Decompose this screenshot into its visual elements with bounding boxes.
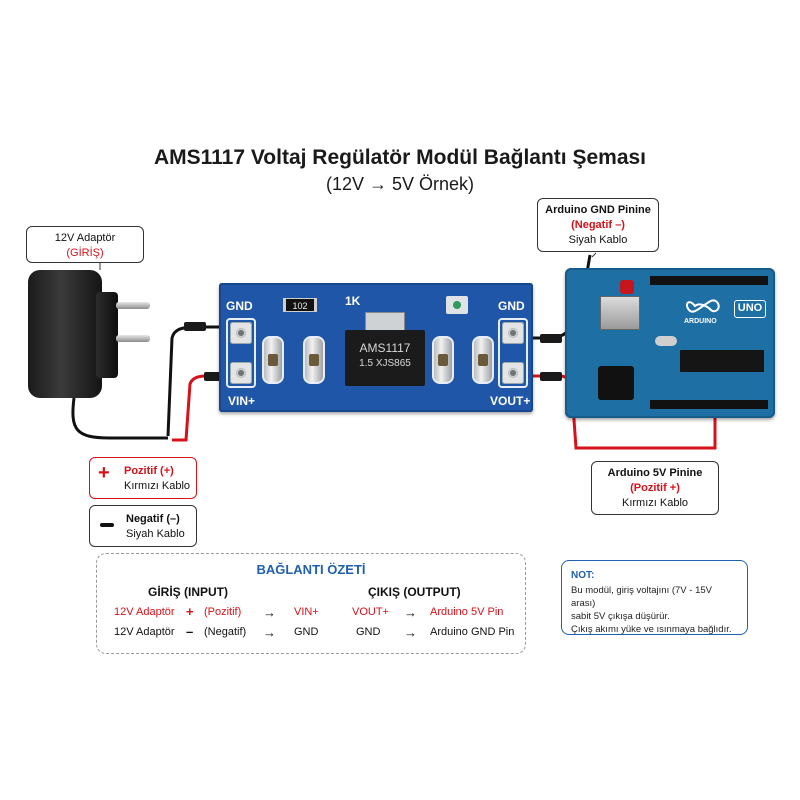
summary-row1-out: VOUT+ [352,606,389,618]
connection-summary [96,553,526,654]
summary-row2-arrow2: → [404,625,417,640]
legend-negative-sub: Siyah Kablo [126,528,185,540]
chip-line1: AMS1117 [359,341,411,355]
ams1117-chip: AMS1117 1.5 XJS865 [345,330,425,386]
adapter-callout-line2: (GİRİŞ) [66,247,104,259]
diagram-subtitle: (12V → 5V Örnek) [325,174,475,194]
pad-vin [230,362,252,384]
adapter-cable [71,397,168,440]
summary-row2-sign: – [186,624,194,639]
summary-row1-sign: + [186,604,194,619]
summary-row1-arrow1: → [263,605,276,620]
board-gnd-right-label: GND [498,299,525,313]
pad-gnd-in [230,322,252,344]
board-vin-label: VIN+ [228,394,256,408]
summary-row2-pin: GND [294,626,319,638]
adapter-prong-top [116,302,150,309]
power-adapter [28,270,102,398]
legend-negative: Negatif (–) Siyah Kablo [89,505,197,547]
crystal [655,336,677,346]
regulator-tab [365,312,405,332]
minus-icon [100,523,114,527]
board-vout-label: VOUT+ [490,394,531,408]
legend-negative-label: Negatif (–) [126,513,180,525]
output-pad-outline [498,318,528,388]
vcc-callout-line1: Arduino 5V Pinine [607,467,703,479]
gnd-callout-line2: (Negatif –) [571,219,625,231]
gnd-callout-line1: Arduino GND Pinine [545,204,651,216]
pad-vout [502,362,524,384]
gnd-callout-line3: Siyah Kablo [568,234,628,246]
adapter-prong-bottom [116,335,150,342]
power-led [446,296,468,314]
arduino-brand: ARDUINO [684,318,717,325]
power-header [650,400,768,409]
capacitor-4 [472,336,494,384]
chip-line2: 1.5 XJS865 [359,358,411,369]
capacitor-2 [303,336,325,384]
summary-row2-out: GND [356,626,381,638]
summary-row1-pol: (Pozitif) [204,606,242,618]
note-line2: sabit 5V çıkışa düşürür. [571,611,670,622]
capacitor-1 [262,336,284,384]
adapter-callout-line1: 12V Adaptör [54,232,116,244]
summary-row1-pin: VIN+ [294,606,319,618]
summary-row1-arrow2: → [404,605,417,620]
note-title: NOT: [571,570,595,581]
legend-positive: + Pozitif (+) Kırmızı Kablo [89,457,197,499]
summary-row2-arrow1: → [263,625,276,640]
vcc-callout-line2: (Pozitif +) [630,482,680,494]
note-line1: Bu modül, giriş voltajını (7V - 15V aras… [571,585,712,609]
legend-positive-label: Pozitif (+) [124,465,174,477]
digital-header [650,276,768,285]
arduino-infinity-icon [685,299,720,313]
summary-row2-pol: (Negatif) [204,626,247,638]
summary-row1-dest: Arduino 5V Pin [430,606,504,618]
pad-gnd-out [502,322,524,344]
dc-jack [598,366,634,400]
summary-output-header: ÇIKIŞ (OUTPUT) [368,585,461,599]
summary-title: BAĞLANTI ÖZETİ [256,562,366,577]
adapter-plug-face [96,292,118,378]
legend-positive-sub: Kırmızı Kablo [124,480,191,492]
summary-input-header: GİRİŞ (INPUT) [148,585,228,599]
gnd-callout: Arduino GND Pinine (Negatif –) Siyah Kab… [537,198,659,252]
input-pad-outline [226,318,256,388]
note-line3: Çıkış akımı yüke ve ısınmaya bağlıdır. [571,624,732,635]
summary-row1-src: 12V Adaptör [114,606,175,618]
diagram-title: AMS1117 Voltaj Regülatör Modül Bağlantı … [153,146,647,169]
uno-badge: UNO [734,300,766,318]
note-box: NOT: Bu modül, giriş voltajını (7V - 15V… [561,560,748,635]
adapter-callout: 12V Adaptör (GİRİŞ) [26,226,144,263]
summary-row2-src: 12V Adaptör [114,626,175,638]
black-crimp [184,322,206,331]
board-gnd-left-label: GND [226,299,253,313]
plus-icon: + [98,462,110,484]
resistor-102: 102 [283,298,317,312]
reset-button [620,280,634,294]
vcc-callout-line3: Kırmızı Kablo [621,497,689,509]
capacitor-3 [432,336,454,384]
usb-port [600,296,640,330]
board-1k-label: 1K [345,294,361,308]
atmega-chip [680,350,764,372]
vcc-callout: Arduino 5V Pinine (Pozitif +) Kırmızı Ka… [591,461,719,515]
summary-row2-dest: Arduino GND Pin [430,626,515,638]
